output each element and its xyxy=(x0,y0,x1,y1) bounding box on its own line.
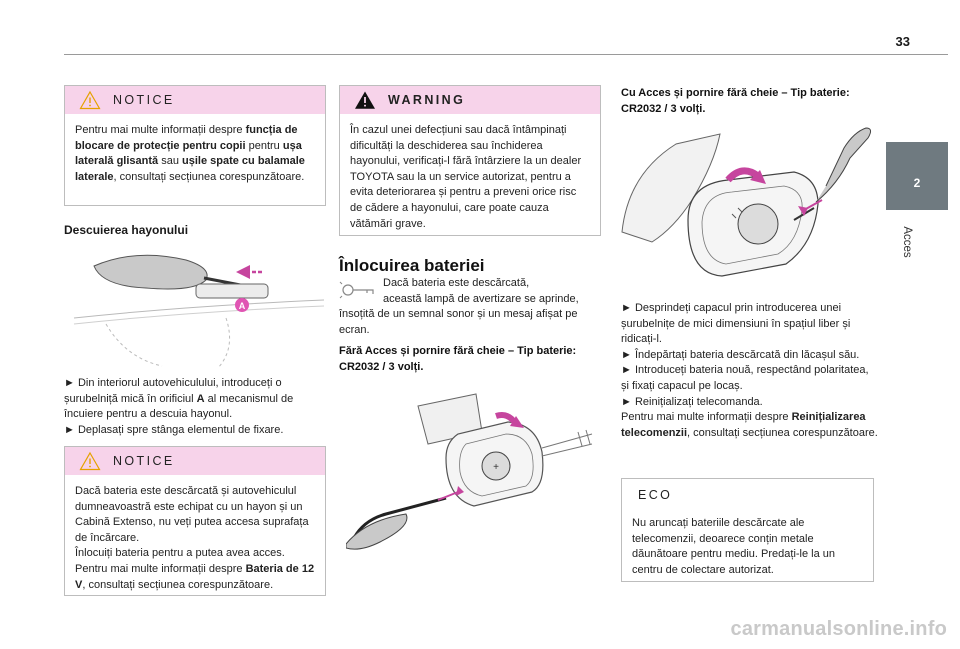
chapter-label: Acces xyxy=(901,226,913,258)
eco-box: ECO Nu aruncați bateriile descărcate ale… xyxy=(621,478,874,582)
warning-triangle-icon xyxy=(79,451,101,471)
battery-steps: ► Desprindeți capacul prin introducerea … xyxy=(621,302,878,439)
page-number: 33 xyxy=(895,34,910,49)
warning-triangle-icon xyxy=(79,90,101,110)
battery-intro: Dacă bateria este descărcată, această la… xyxy=(339,277,579,336)
tailgate-heading: Descuierea hayonului xyxy=(64,223,189,237)
eco-title: ECO xyxy=(638,488,673,502)
warning-icon xyxy=(355,91,375,109)
notice-box-child-lock: NOTICE Pentru mai multe informații despr… xyxy=(64,85,326,206)
notice-header: NOTICE xyxy=(65,447,325,475)
callout-a: A xyxy=(239,301,246,311)
eco-header: ECO xyxy=(622,479,873,511)
notice-title: NOTICE xyxy=(113,93,175,107)
notice-text: Dacă bateria este descărcată și autovehi… xyxy=(75,485,315,591)
top-divider xyxy=(64,54,948,55)
battery-type-keyless: Cu Acces și pornire fără cheie – Tip bat… xyxy=(621,87,850,115)
battery-type-no-keyless: Fără Acces și pornire fără cheie – Tip b… xyxy=(339,345,577,373)
warning-box: WARNING În cazul unei defecțiuni sau dac… xyxy=(339,85,601,236)
notice-header: NOTICE xyxy=(65,86,325,114)
warning-title: WARNING xyxy=(388,93,466,107)
tailgate-steps: ► Din interiorul autovehiculului, introd… xyxy=(64,377,294,436)
notice-box-battery: NOTICE Dacă bateria este descărcată și a… xyxy=(64,446,326,596)
svg-text:+: + xyxy=(493,462,499,473)
warning-header: WARNING xyxy=(340,86,600,114)
eco-text: Nu aruncați bateriile descărcate ale tel… xyxy=(632,517,836,576)
watermark: carmanualsonline.info xyxy=(730,618,947,640)
battery-heading: Înlocuirea bateriei xyxy=(339,256,485,275)
warning-text: În cazul unei defecțiuni sau dacă întâmp… xyxy=(350,124,582,230)
chapter-tab[interactable] xyxy=(886,142,948,210)
chapter-number: 2 xyxy=(913,176,921,190)
tailgate-illustration: A xyxy=(73,254,325,369)
key-battery-warning-icon xyxy=(339,281,374,299)
notice-text: Pentru mai multe informații despre funcț… xyxy=(75,124,305,183)
notice-title: NOTICE xyxy=(113,454,175,468)
key-fob-illustration: + xyxy=(346,393,593,550)
smart-key-illustration xyxy=(621,127,872,277)
